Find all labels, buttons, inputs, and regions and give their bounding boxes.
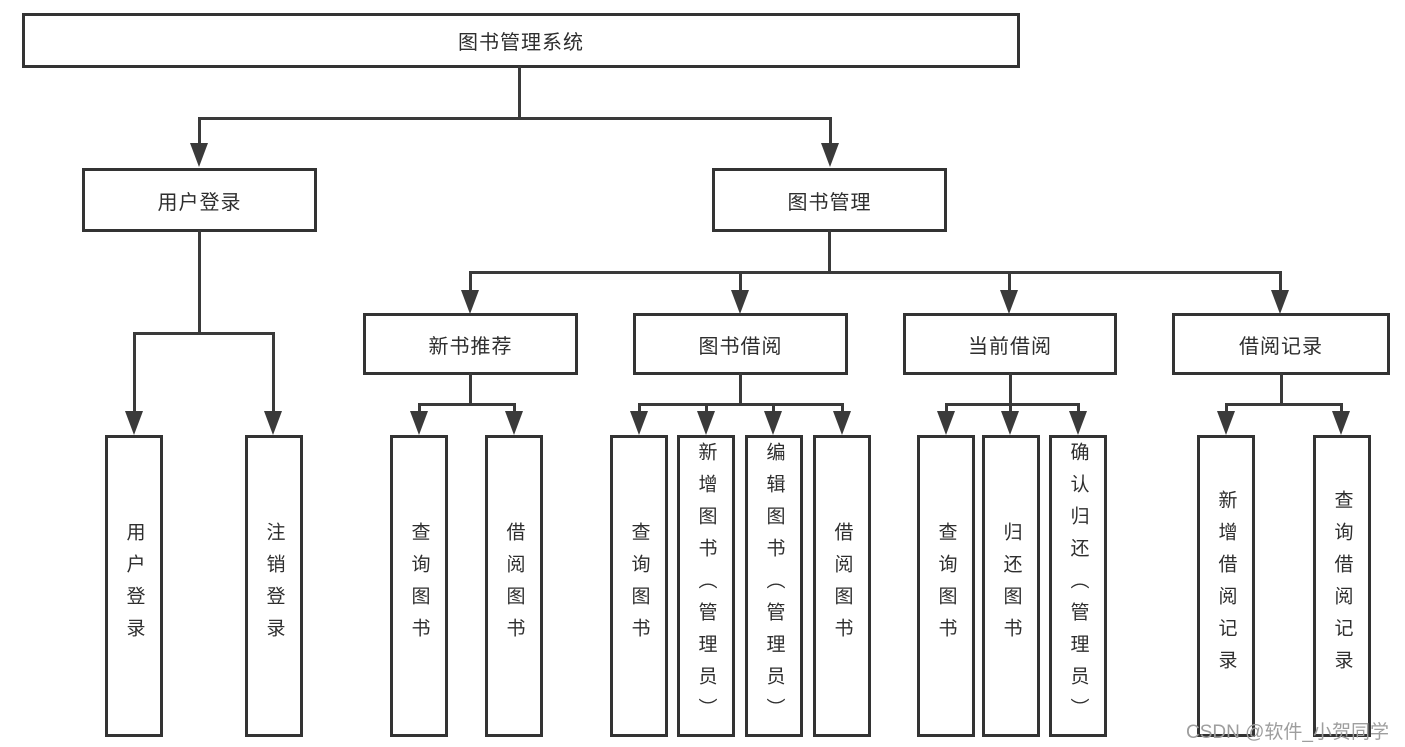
arrow-down-icon: [630, 411, 648, 435]
node-user-login-label: 用户登录: [157, 191, 242, 214]
leaf-logout: 注销登录: [245, 435, 303, 737]
leaf-confirm-return-admin: 确认归还（管理员）: [1049, 435, 1107, 737]
edge-current-drop-1: [945, 403, 948, 414]
node-current-borrow: 当前借阅: [903, 313, 1117, 375]
edge-root-drop-left: [198, 117, 201, 145]
edge-borrow-drop-4: [841, 403, 844, 414]
leaf-add-borrow-record: 新增借阅记录: [1197, 435, 1255, 737]
leaf-add-books-admin: 新增图书（管理员）: [677, 435, 735, 737]
arrow-down-icon: [833, 411, 851, 435]
arrow-down-icon: [461, 290, 479, 314]
edge-root-vline: [518, 66, 521, 118]
edge-recommend-drop-2: [513, 403, 516, 414]
edge-recommend-hline: [418, 403, 516, 406]
edge-bookmgmt-drop-2: [739, 271, 742, 292]
edge-records-hline: [1225, 403, 1343, 406]
edge-root-hline: [198, 117, 832, 120]
edge-current-hline: [945, 403, 1080, 406]
arrow-down-icon: [190, 143, 208, 167]
edge-bookmgmt-hline: [469, 271, 1282, 274]
edge-current-drop-3: [1077, 403, 1080, 414]
edge-borrow-hline: [638, 403, 844, 406]
edge-records-vline: [1280, 373, 1283, 406]
node-borrow-records-label: 借阅记录: [1239, 335, 1323, 358]
edge-current-vline: [1009, 373, 1012, 406]
edge-userlogin-vline: [198, 230, 201, 334]
node-user-login: 用户登录: [82, 168, 317, 232]
leaf-logout-label: 注销登录: [263, 522, 285, 650]
node-new-book-recommend: 新书推荐: [363, 313, 578, 375]
arrow-down-icon: [1217, 411, 1235, 435]
arrow-down-icon: [125, 411, 143, 435]
edge-bookmgmt-drop-1: [469, 271, 472, 292]
arrow-down-icon: [1271, 290, 1289, 314]
edge-bookmgmt-vline: [828, 230, 831, 273]
edge-userlogin-hline: [133, 332, 275, 335]
leaf-edit-books-admin: 编辑图书（管理员）: [745, 435, 803, 737]
node-book-management-label: 图书管理: [787, 191, 872, 214]
leaf-return-books-label: 归还图书: [1000, 522, 1022, 650]
csdn-watermark: CSDN @软件_小贺同学: [1186, 722, 1389, 743]
leaf-borrow-books-2-label: 借阅图书: [831, 522, 853, 650]
edge-borrow-vline: [739, 373, 742, 406]
edge-borrow-drop-1: [638, 403, 641, 414]
arrow-down-icon: [1332, 411, 1350, 435]
arrow-down-icon: [410, 411, 428, 435]
leaf-add-borrow-record-label: 新增借阅记录: [1215, 490, 1237, 682]
leaf-query-books-2: 查询图书: [610, 435, 668, 737]
leaf-borrow-books-1-label: 借阅图书: [503, 522, 525, 650]
node-root: 图书管理系统: [22, 13, 1020, 68]
node-new-book-recommend-label: 新书推荐: [428, 335, 513, 358]
edge-current-drop-2: [1009, 403, 1012, 414]
leaf-return-books: 归还图书: [982, 435, 1040, 737]
leaf-edit-books-admin-label: 编辑图书（管理员）: [763, 442, 785, 730]
leaf-query-books-3: 查询图书: [917, 435, 975, 737]
node-book-borrow-label: 图书借阅: [698, 335, 783, 358]
edge-borrow-drop-2: [705, 403, 708, 414]
node-book-management: 图书管理: [712, 168, 947, 232]
leaf-confirm-return-admin-label: 确认归还（管理员）: [1067, 442, 1089, 730]
edge-root-drop-right: [829, 117, 832, 145]
edge-bookmgmt-drop-3: [1008, 271, 1011, 292]
edge-bookmgmt-drop-4: [1279, 271, 1282, 292]
edge-recommend-vline: [469, 373, 472, 406]
leaf-user-login-label: 用户登录: [123, 522, 145, 650]
edge-userlogin-drop-left: [133, 332, 136, 413]
leaf-user-login: 用户登录: [105, 435, 163, 737]
leaf-query-books-1: 查询图书: [390, 435, 448, 737]
arrow-down-icon: [505, 411, 523, 435]
arrow-down-icon: [264, 411, 282, 435]
edge-records-drop-1: [1225, 403, 1228, 414]
node-borrow-records: 借阅记录: [1172, 313, 1390, 375]
arrow-down-icon: [697, 411, 715, 435]
leaf-query-books-3-label: 查询图书: [935, 522, 957, 650]
arrow-down-icon: [764, 411, 782, 435]
arrow-down-icon: [821, 143, 839, 167]
arrow-down-icon: [937, 411, 955, 435]
edge-userlogin-drop-right: [272, 332, 275, 413]
arrow-down-icon: [1000, 290, 1018, 314]
leaf-query-books-1-label: 查询图书: [408, 522, 430, 650]
arrow-down-icon: [1069, 411, 1087, 435]
leaf-borrow-books-1: 借阅图书: [485, 435, 543, 737]
leaf-borrow-books-2: 借阅图书: [813, 435, 871, 737]
arrow-down-icon: [731, 290, 749, 314]
arrow-down-icon: [1001, 411, 1019, 435]
node-root-label: 图书管理系统: [458, 32, 584, 54]
edge-records-drop-2: [1340, 403, 1343, 414]
leaf-query-borrow-record-label: 查询借阅记录: [1331, 490, 1353, 682]
node-book-borrow: 图书借阅: [633, 313, 848, 375]
leaf-add-books-admin-label: 新增图书（管理员）: [695, 442, 717, 730]
edge-borrow-drop-3: [772, 403, 775, 414]
edge-recommend-drop-1: [418, 403, 421, 414]
leaf-query-books-2-label: 查询图书: [628, 522, 650, 650]
leaf-query-borrow-record: 查询借阅记录: [1313, 435, 1371, 737]
node-current-borrow-label: 当前借阅: [968, 335, 1052, 358]
